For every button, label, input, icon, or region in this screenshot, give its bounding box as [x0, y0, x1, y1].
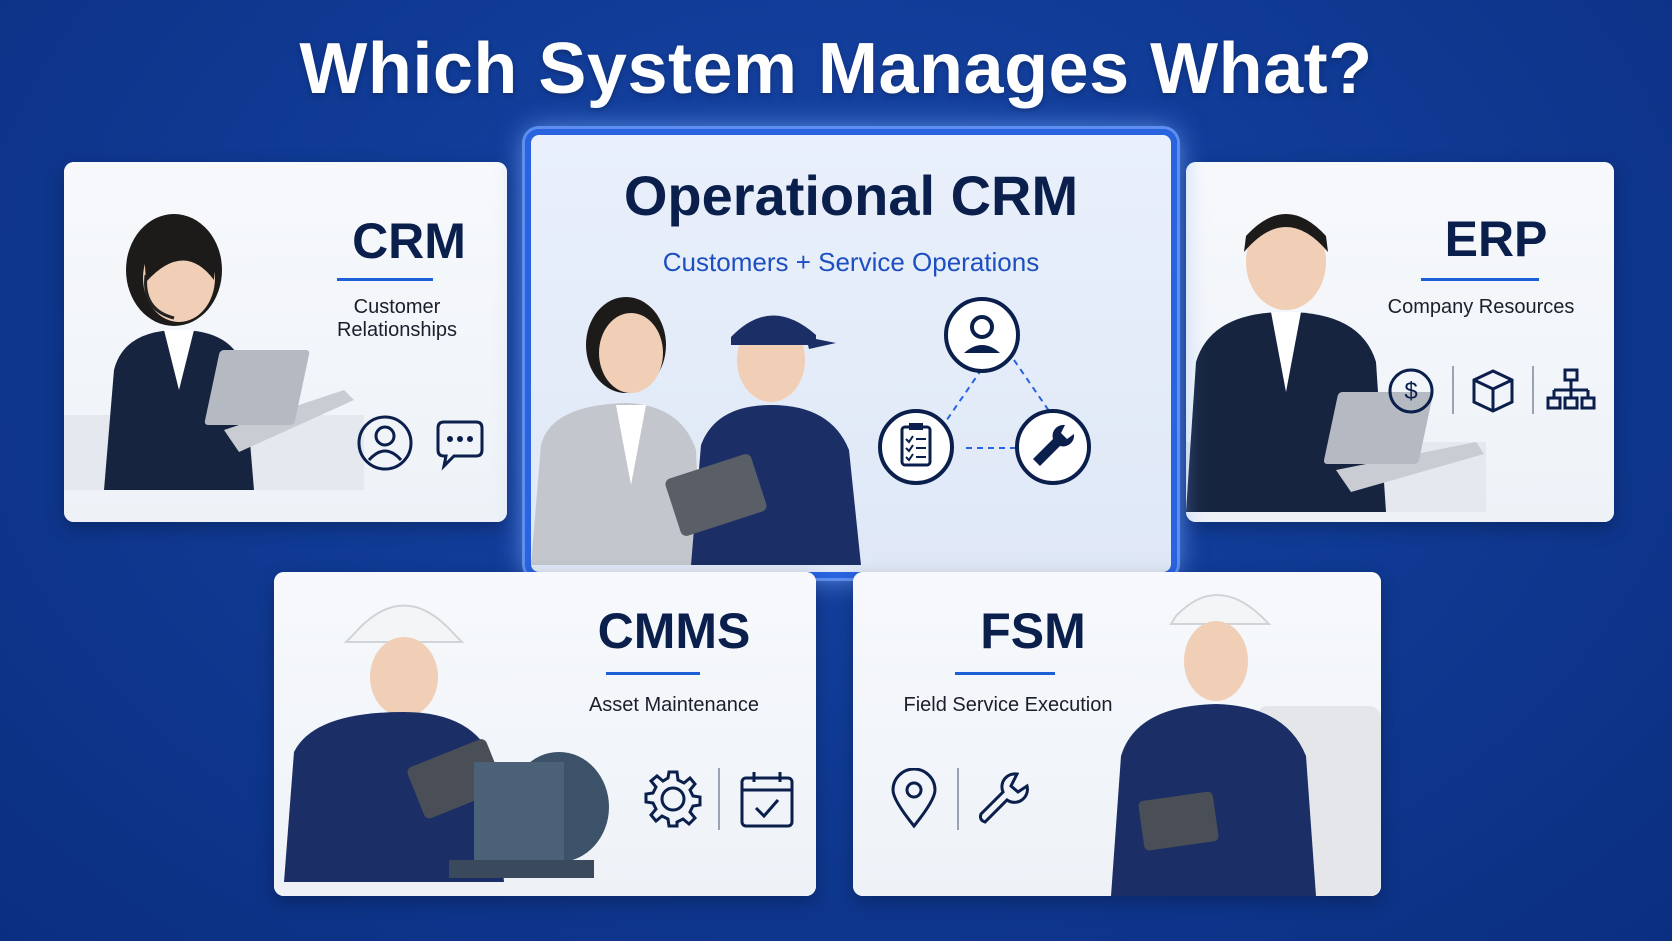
fsm-rule — [955, 672, 1055, 675]
erp-person-illustration — [1186, 214, 1486, 512]
erp-separator-1 — [1452, 366, 1454, 414]
wrench-icon — [1015, 409, 1091, 485]
operational-crm-heading: Operational CRM — [623, 164, 1079, 227]
dollar-icon: $ — [1388, 368, 1434, 414]
cmms-card: CMMS Asset Maintenance — [274, 572, 816, 896]
cmms-heading: CMMS — [597, 603, 751, 659]
operational-crm-card: Operational CRM Customers + Service Oper… — [525, 129, 1177, 578]
cmms-separator — [718, 768, 720, 830]
calendar-check-icon — [740, 772, 794, 828]
wrench-icon — [979, 772, 1029, 824]
location-pin-icon — [891, 768, 937, 829]
box-icon — [1472, 369, 1514, 413]
crm-heading: CRM — [352, 213, 466, 269]
crm-person-illustration — [64, 214, 364, 490]
page-title: Which System Manages What? — [299, 29, 1373, 109]
clipboard-checklist-icon — [878, 409, 954, 485]
gear-icon — [644, 770, 702, 828]
crm-rule — [337, 278, 433, 281]
org-chart-icon — [1546, 368, 1596, 410]
fsm-heading: FSM — [980, 603, 1086, 659]
user-icon — [357, 415, 413, 471]
cmms-subtitle: Asset Maintenance — [588, 694, 760, 716]
erp-separator-2 — [1532, 366, 1534, 414]
fsm-separator — [957, 768, 959, 830]
cmms-worker-illustration — [284, 604, 609, 882]
cmms-rule — [606, 672, 700, 675]
operational-crm-people-illustration — [531, 297, 861, 565]
fsm-worker-illustration — [1111, 594, 1381, 896]
erp-card: ERP Company Resources $ — [1186, 162, 1614, 522]
fsm-card: FSM Field Service Execution — [853, 572, 1381, 896]
erp-subtitle: Company Resources — [1387, 296, 1575, 318]
user-icon — [944, 297, 1020, 373]
erp-rule — [1421, 278, 1539, 281]
svg-text:$: $ — [1404, 378, 1417, 405]
crm-subtitle: Customer Relationships — [336, 296, 458, 341]
chat-bubble-icon — [436, 420, 484, 471]
operational-crm-subtitle: Customers + Service Operations — [662, 247, 1040, 277]
fsm-subtitle: Field Service Execution — [903, 694, 1113, 716]
erp-heading: ERP — [1444, 211, 1548, 267]
crm-card: CRM Customer Relationships — [64, 162, 507, 522]
